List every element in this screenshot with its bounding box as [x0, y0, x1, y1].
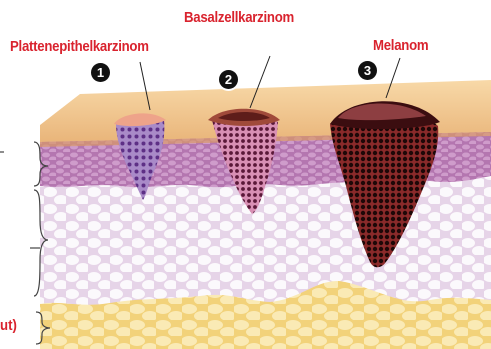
label-melanoma: Melanom	[373, 37, 428, 54]
label-squamous-cell-carcinoma: Plattenepithelkarzinom	[10, 38, 149, 55]
badge-2: 2	[219, 70, 238, 89]
label-basal-cell-carcinoma: Basalzellkarzinom	[184, 9, 294, 26]
side-label-subcutis: ut)	[0, 317, 17, 334]
badge-1: 1	[91, 63, 110, 82]
dermis-layer	[40, 178, 491, 305]
badge-3: 3	[358, 61, 377, 80]
